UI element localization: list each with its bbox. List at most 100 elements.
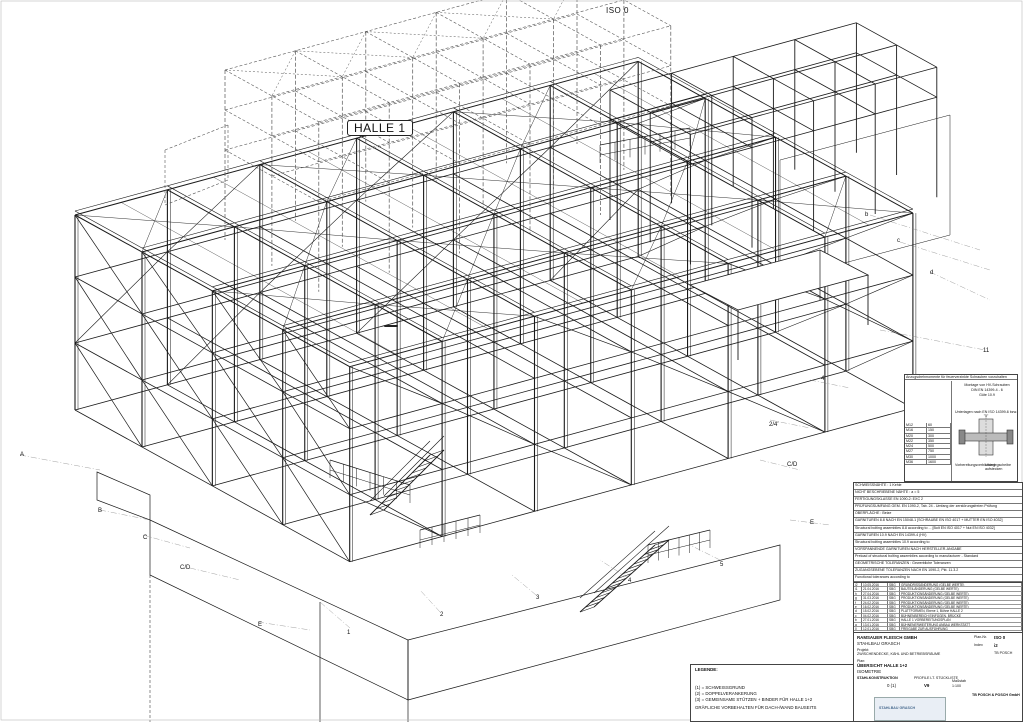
axis-label-c-right: c xyxy=(897,238,900,244)
grid-axis-bottom xyxy=(599,559,629,579)
h2-brace xyxy=(482,0,504,39)
h2-beam xyxy=(506,72,601,126)
drawing-title: ÜBERSICHT HALLE 1+2 xyxy=(857,663,908,668)
stair-inner-step xyxy=(381,497,397,504)
stair-outer-handrail xyxy=(593,525,670,594)
revision-cell: BAUTEILÄNDERUNG (GELBE WERTE) xyxy=(900,587,1022,592)
bolt-size: M24 xyxy=(905,444,927,450)
brace-left xyxy=(74,214,143,315)
grid-axis-right xyxy=(879,329,986,351)
foundation-pier xyxy=(96,471,151,521)
stair-outer-step xyxy=(606,582,621,589)
revision-cell: SBG xyxy=(888,604,900,610)
axis-label-c: C xyxy=(143,535,148,541)
h2-brace xyxy=(553,0,564,20)
revision-cell: 10.05.2016 xyxy=(862,583,888,588)
brace-left xyxy=(212,418,283,525)
count-value: 0 (1) xyxy=(887,683,897,688)
axis-label-3: 3 xyxy=(536,595,540,601)
office-name: TB POSCH & POSCH GmbH xyxy=(972,693,1020,697)
revision-cell: h xyxy=(854,591,862,597)
brace-right xyxy=(705,198,776,227)
brace-back xyxy=(74,251,168,344)
revision-cell: i1 xyxy=(854,587,862,592)
revision-cell: b xyxy=(854,618,862,623)
bolt-size: M22 xyxy=(905,438,927,445)
brace-front xyxy=(534,315,632,353)
revision-cell: 27.01.2016 xyxy=(862,618,888,623)
stair-inner-step xyxy=(423,455,439,462)
revision-cell: SBG xyxy=(888,622,900,627)
phase-value: V9 xyxy=(924,683,930,688)
revision-cell: SBG xyxy=(888,591,900,597)
revision-cell: SBG xyxy=(888,596,900,601)
stair-outer-step xyxy=(649,544,664,551)
beam-flange xyxy=(259,160,535,313)
beam-flange xyxy=(349,208,913,363)
drawn-by: TB POSCH xyxy=(994,651,1013,655)
stair-outer-step xyxy=(601,587,616,594)
project-label: Projekt: xyxy=(857,648,870,652)
purlin xyxy=(501,98,777,251)
axis-label-a: A xyxy=(20,452,25,458)
hall-2-label: HALLE 1 xyxy=(347,120,413,136)
title-block: RAMSAUER FLEISCH GMBH STAHLBAU GRASCH Pr… xyxy=(853,632,1023,722)
h2-beam xyxy=(365,71,460,124)
legend-line-4: GRÄFLICHE VORBEHALTEN FÜR DACH-/WAND BAU… xyxy=(695,705,817,710)
h2-ext xyxy=(164,124,229,151)
stair-outer-step xyxy=(633,558,648,565)
brace-left xyxy=(74,276,143,381)
bolt-fig-caption-1: Vorbereitungsverbindung xyxy=(955,463,995,467)
bolt-detail-figure xyxy=(958,417,1014,457)
revision-cell: SBG xyxy=(888,587,900,592)
h2-beam xyxy=(318,65,671,163)
project-name: ZWISCHENDECKE, KÄHL UND BETRIEBSRÄUME xyxy=(857,652,941,656)
revision-cell: PRODUKTIONSÄNDERUNG (GELBE WERTE) xyxy=(900,600,1022,605)
sheet-label: Plan-Nr. xyxy=(974,635,987,639)
grid-axis-left xyxy=(142,534,191,549)
beam-flange xyxy=(453,107,729,260)
stair-outer-step xyxy=(628,563,643,570)
grid-axis-right xyxy=(929,271,991,301)
h2-beam xyxy=(365,31,460,84)
brace-front xyxy=(534,443,632,486)
spec-line: ZUGANGSEBENE TOLERANZEN NACH EN 1090-2, … xyxy=(854,568,1022,576)
axis-label-d-right: d xyxy=(930,270,934,276)
spec-line: Functional tolerances according to xyxy=(854,575,1022,583)
h2-beam xyxy=(295,90,390,143)
revision-label: Index xyxy=(974,643,983,647)
revision-cell: SBG xyxy=(888,618,900,623)
bolt-torque: 750 xyxy=(927,449,951,455)
axis-label-right-cd: C/D xyxy=(787,462,798,468)
beam-flange xyxy=(550,81,826,234)
bolt-torque: 500 xyxy=(927,444,951,450)
bolt-torque-table: Anzugsdrehmomente für feuerverzinkte Sch… xyxy=(904,374,1018,482)
brace-right xyxy=(845,274,914,305)
stair-inner-step xyxy=(429,449,445,456)
bolt-fig-caption-2: Unterlegscheibe aufstecken xyxy=(985,463,1011,472)
h2-beam xyxy=(436,92,531,145)
brace-front xyxy=(824,298,914,342)
revision-cell: 24.02.2016 xyxy=(862,600,888,605)
h2-brace xyxy=(224,69,343,77)
axis-label-2: 2 xyxy=(440,612,444,618)
sheet-value: ISO 0 xyxy=(994,635,1006,640)
spec-line: OBERFLÄCHE : Beize xyxy=(854,511,1022,519)
axis-label-e: E xyxy=(258,622,263,628)
beam-flange xyxy=(167,185,443,338)
revision-cell: 0 xyxy=(854,626,862,632)
h2-beam xyxy=(271,0,624,97)
h2-beam xyxy=(318,25,671,123)
grid-axis-left xyxy=(189,567,241,581)
